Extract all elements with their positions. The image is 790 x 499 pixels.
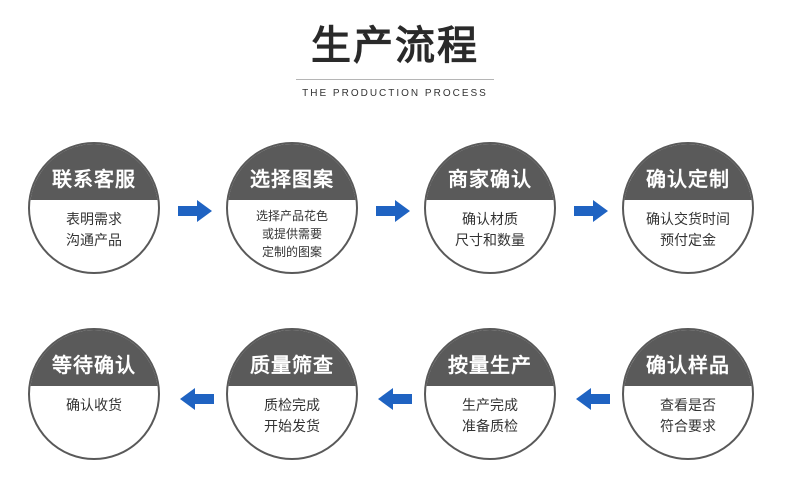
step-choose-pattern: 选择图案 选择产品花色 或提供需要 定制的图案 <box>226 142 358 274</box>
step-header: 联系客服 <box>30 144 158 200</box>
step-description: 确认交货时间 预付定金 <box>624 200 752 272</box>
step-line: 选择产品花色 <box>255 209 328 223</box>
step-description: 选择产品花色 或提供需要 定制的图案 <box>228 200 356 272</box>
step-title: 联系客服 <box>52 167 136 191</box>
arrow-right-icon <box>376 200 410 222</box>
step-description: 查看是否 符合要求 <box>624 386 752 458</box>
step-title: 商家确认 <box>448 167 532 191</box>
step-line: 确认收货 <box>66 398 122 414</box>
step-description: 确认材质 尺寸和数量 <box>426 200 554 272</box>
step-header: 确认样品 <box>624 330 752 386</box>
title-divider <box>296 79 494 80</box>
step-line: 或提供需要 <box>261 227 322 241</box>
arrow-right-icon <box>574 200 608 222</box>
step-line: 确认材质 <box>462 212 518 228</box>
step-quality-screening: 质量筛查 质检完成 开始发货 <box>226 328 358 460</box>
step-line: 沟通产品 <box>66 233 122 249</box>
arrow-left-icon <box>576 388 610 410</box>
step-line: 准备质检 <box>462 419 518 435</box>
step-line: 尺寸和数量 <box>455 233 525 249</box>
step-confirm-customization: 确认定制 确认交货时间 预付定金 <box>622 142 754 274</box>
step-line: 预付定金 <box>660 233 716 249</box>
step-line: 查看是否 <box>660 398 716 414</box>
step-header: 选择图案 <box>228 144 356 200</box>
step-header: 质量筛查 <box>228 330 356 386</box>
step-mass-production: 按量生产 生产完成 准备质检 <box>424 328 556 460</box>
step-merchant-confirm: 商家确认 确认材质 尺寸和数量 <box>424 142 556 274</box>
step-line: 表明需求 <box>66 212 122 228</box>
arrow-left-icon <box>378 388 412 410</box>
step-title: 按量生产 <box>448 353 532 377</box>
step-title: 等待确认 <box>52 353 136 377</box>
step-description: 确认收货 <box>30 386 158 458</box>
step-title: 确认样品 <box>646 353 730 377</box>
step-line: 质检完成 <box>264 398 320 414</box>
step-line: 开始发货 <box>264 419 320 435</box>
arrow-left-icon <box>180 388 214 410</box>
step-header: 商家确认 <box>426 144 554 200</box>
step-line: 定制的图案 <box>261 245 322 259</box>
step-confirm-sample: 确认样品 查看是否 符合要求 <box>622 328 754 460</box>
step-description: 表明需求 沟通产品 <box>30 200 158 272</box>
step-title: 质量筛查 <box>250 353 334 377</box>
page-subtitle: THE PRODUCTION PROCESS <box>302 88 488 99</box>
page-title: 生产流程 <box>311 23 479 69</box>
step-header: 等待确认 <box>30 330 158 386</box>
step-header: 按量生产 <box>426 330 554 386</box>
step-description: 生产完成 准备质检 <box>426 386 554 458</box>
step-contact-service: 联系客服 表明需求 沟通产品 <box>28 142 160 274</box>
step-line: 生产完成 <box>462 398 518 414</box>
step-header: 确认定制 <box>624 144 752 200</box>
step-line: 符合要求 <box>660 419 716 435</box>
step-title: 确认定制 <box>646 167 730 191</box>
step-line: 确认交货时间 <box>646 212 730 228</box>
step-title: 选择图案 <box>250 167 334 191</box>
step-await-confirmation: 等待确认 确认收货 <box>28 328 160 460</box>
arrow-right-icon <box>178 200 212 222</box>
step-description: 质检完成 开始发货 <box>228 386 356 458</box>
